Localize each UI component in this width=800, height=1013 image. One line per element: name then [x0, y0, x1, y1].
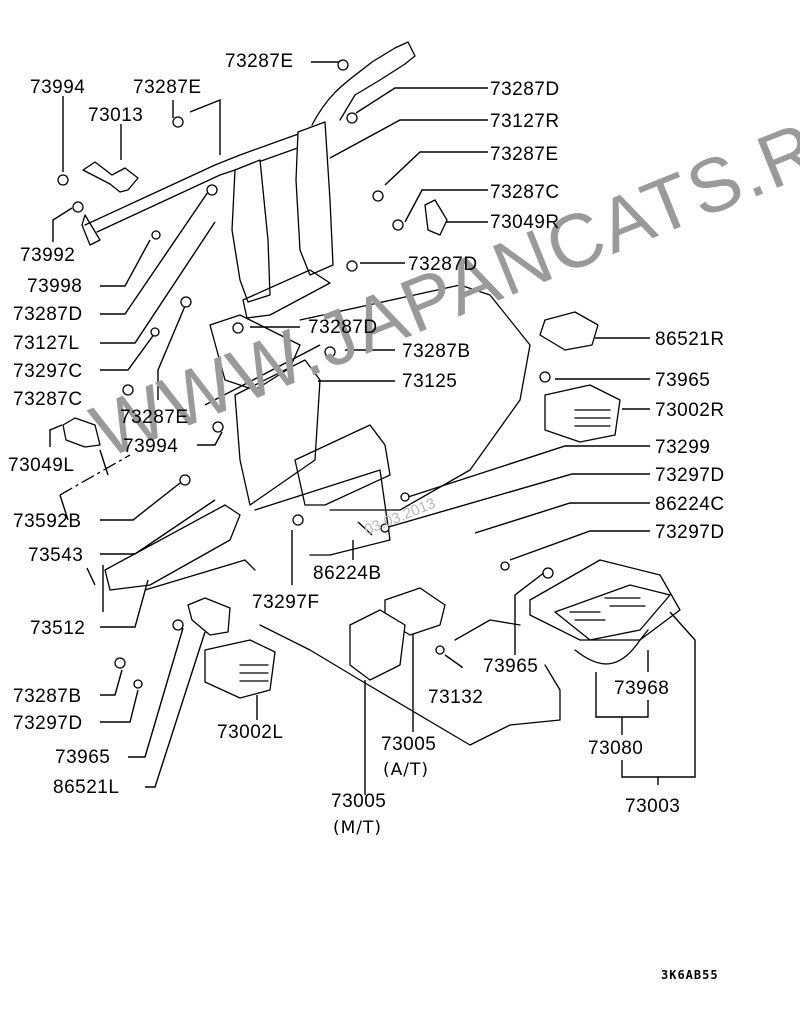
callout-label[interactable]: 73287E: [120, 407, 189, 428]
callout-label[interactable]: 73994: [30, 77, 86, 98]
callout-sublabel: (A/T): [383, 760, 430, 780]
callout-label[interactable]: 86521R: [655, 329, 725, 350]
callout-label[interactable]: 73287C: [13, 389, 83, 410]
callout-label[interactable]: 73543: [28, 545, 84, 566]
callout-label[interactable]: 73287D: [308, 317, 378, 338]
leader-lines: [49, 61, 696, 795]
diagram-code: 3K6AB55: [661, 968, 719, 982]
callout-label[interactable]: 73080: [588, 738, 644, 759]
callout-label[interactable]: 73003: [625, 796, 681, 817]
callout-label[interactable]: 86521L: [53, 777, 120, 798]
callout-label[interactable]: 73287D: [13, 304, 83, 325]
callout-label[interactable]: 73965: [483, 656, 539, 677]
callout-label[interactable]: 73287E: [133, 77, 202, 98]
callout-label[interactable]: 73287C: [490, 182, 560, 203]
callout-label[interactable]: 73994: [123, 436, 179, 457]
callout-sublabel: (M/T): [333, 818, 383, 838]
callout-label[interactable]: 73002R: [655, 400, 725, 421]
callout-label[interactable]: 73297F: [252, 592, 320, 613]
callout-label[interactable]: 86224C: [655, 494, 725, 515]
callout-label[interactable]: 73968: [614, 678, 670, 699]
callout-label[interactable]: 73287E: [490, 144, 559, 165]
callout-label[interactable]: 73299: [655, 437, 711, 458]
callout-label[interactable]: 73592B: [13, 511, 82, 532]
callout-label[interactable]: 73125: [402, 371, 458, 392]
callout-label[interactable]: 86224B: [313, 563, 382, 584]
callout-label[interactable]: 73297D: [655, 522, 725, 543]
fasteners: [57, 59, 554, 689]
callout-label[interactable]: 73297D: [13, 713, 83, 734]
callout-label[interactable]: 73005: [331, 791, 387, 812]
callout-label[interactable]: 73127R: [490, 111, 560, 132]
parts: [57, 41, 681, 746]
callout-label[interactable]: 73998: [27, 276, 83, 297]
callout-label[interactable]: 73297C: [13, 361, 83, 382]
callout-label[interactable]: 73127L: [13, 333, 80, 354]
callout-label[interactable]: 73049L: [8, 455, 75, 476]
callout-label[interactable]: 73287D: [408, 254, 478, 275]
callout-label[interactable]: 73512: [30, 618, 86, 639]
callout-label[interactable]: 73287B: [402, 341, 471, 362]
callout-label[interactable]: 73297D: [655, 465, 725, 486]
callout-label[interactable]: 73992: [20, 245, 76, 266]
callout-label[interactable]: 73002L: [217, 722, 284, 743]
callout-label[interactable]: 73005: [381, 734, 437, 755]
callout-label[interactable]: 73132: [428, 687, 484, 708]
callout-label[interactable]: 73287D: [490, 79, 560, 100]
callout-label[interactable]: 73049R: [490, 212, 560, 233]
callout-label[interactable]: 73965: [655, 370, 711, 391]
callout-label[interactable]: 73287B: [13, 686, 82, 707]
callout-label[interactable]: 73013: [88, 105, 144, 126]
callout-label[interactable]: 73287E: [225, 51, 294, 72]
callout-label[interactable]: 73965: [55, 747, 111, 768]
